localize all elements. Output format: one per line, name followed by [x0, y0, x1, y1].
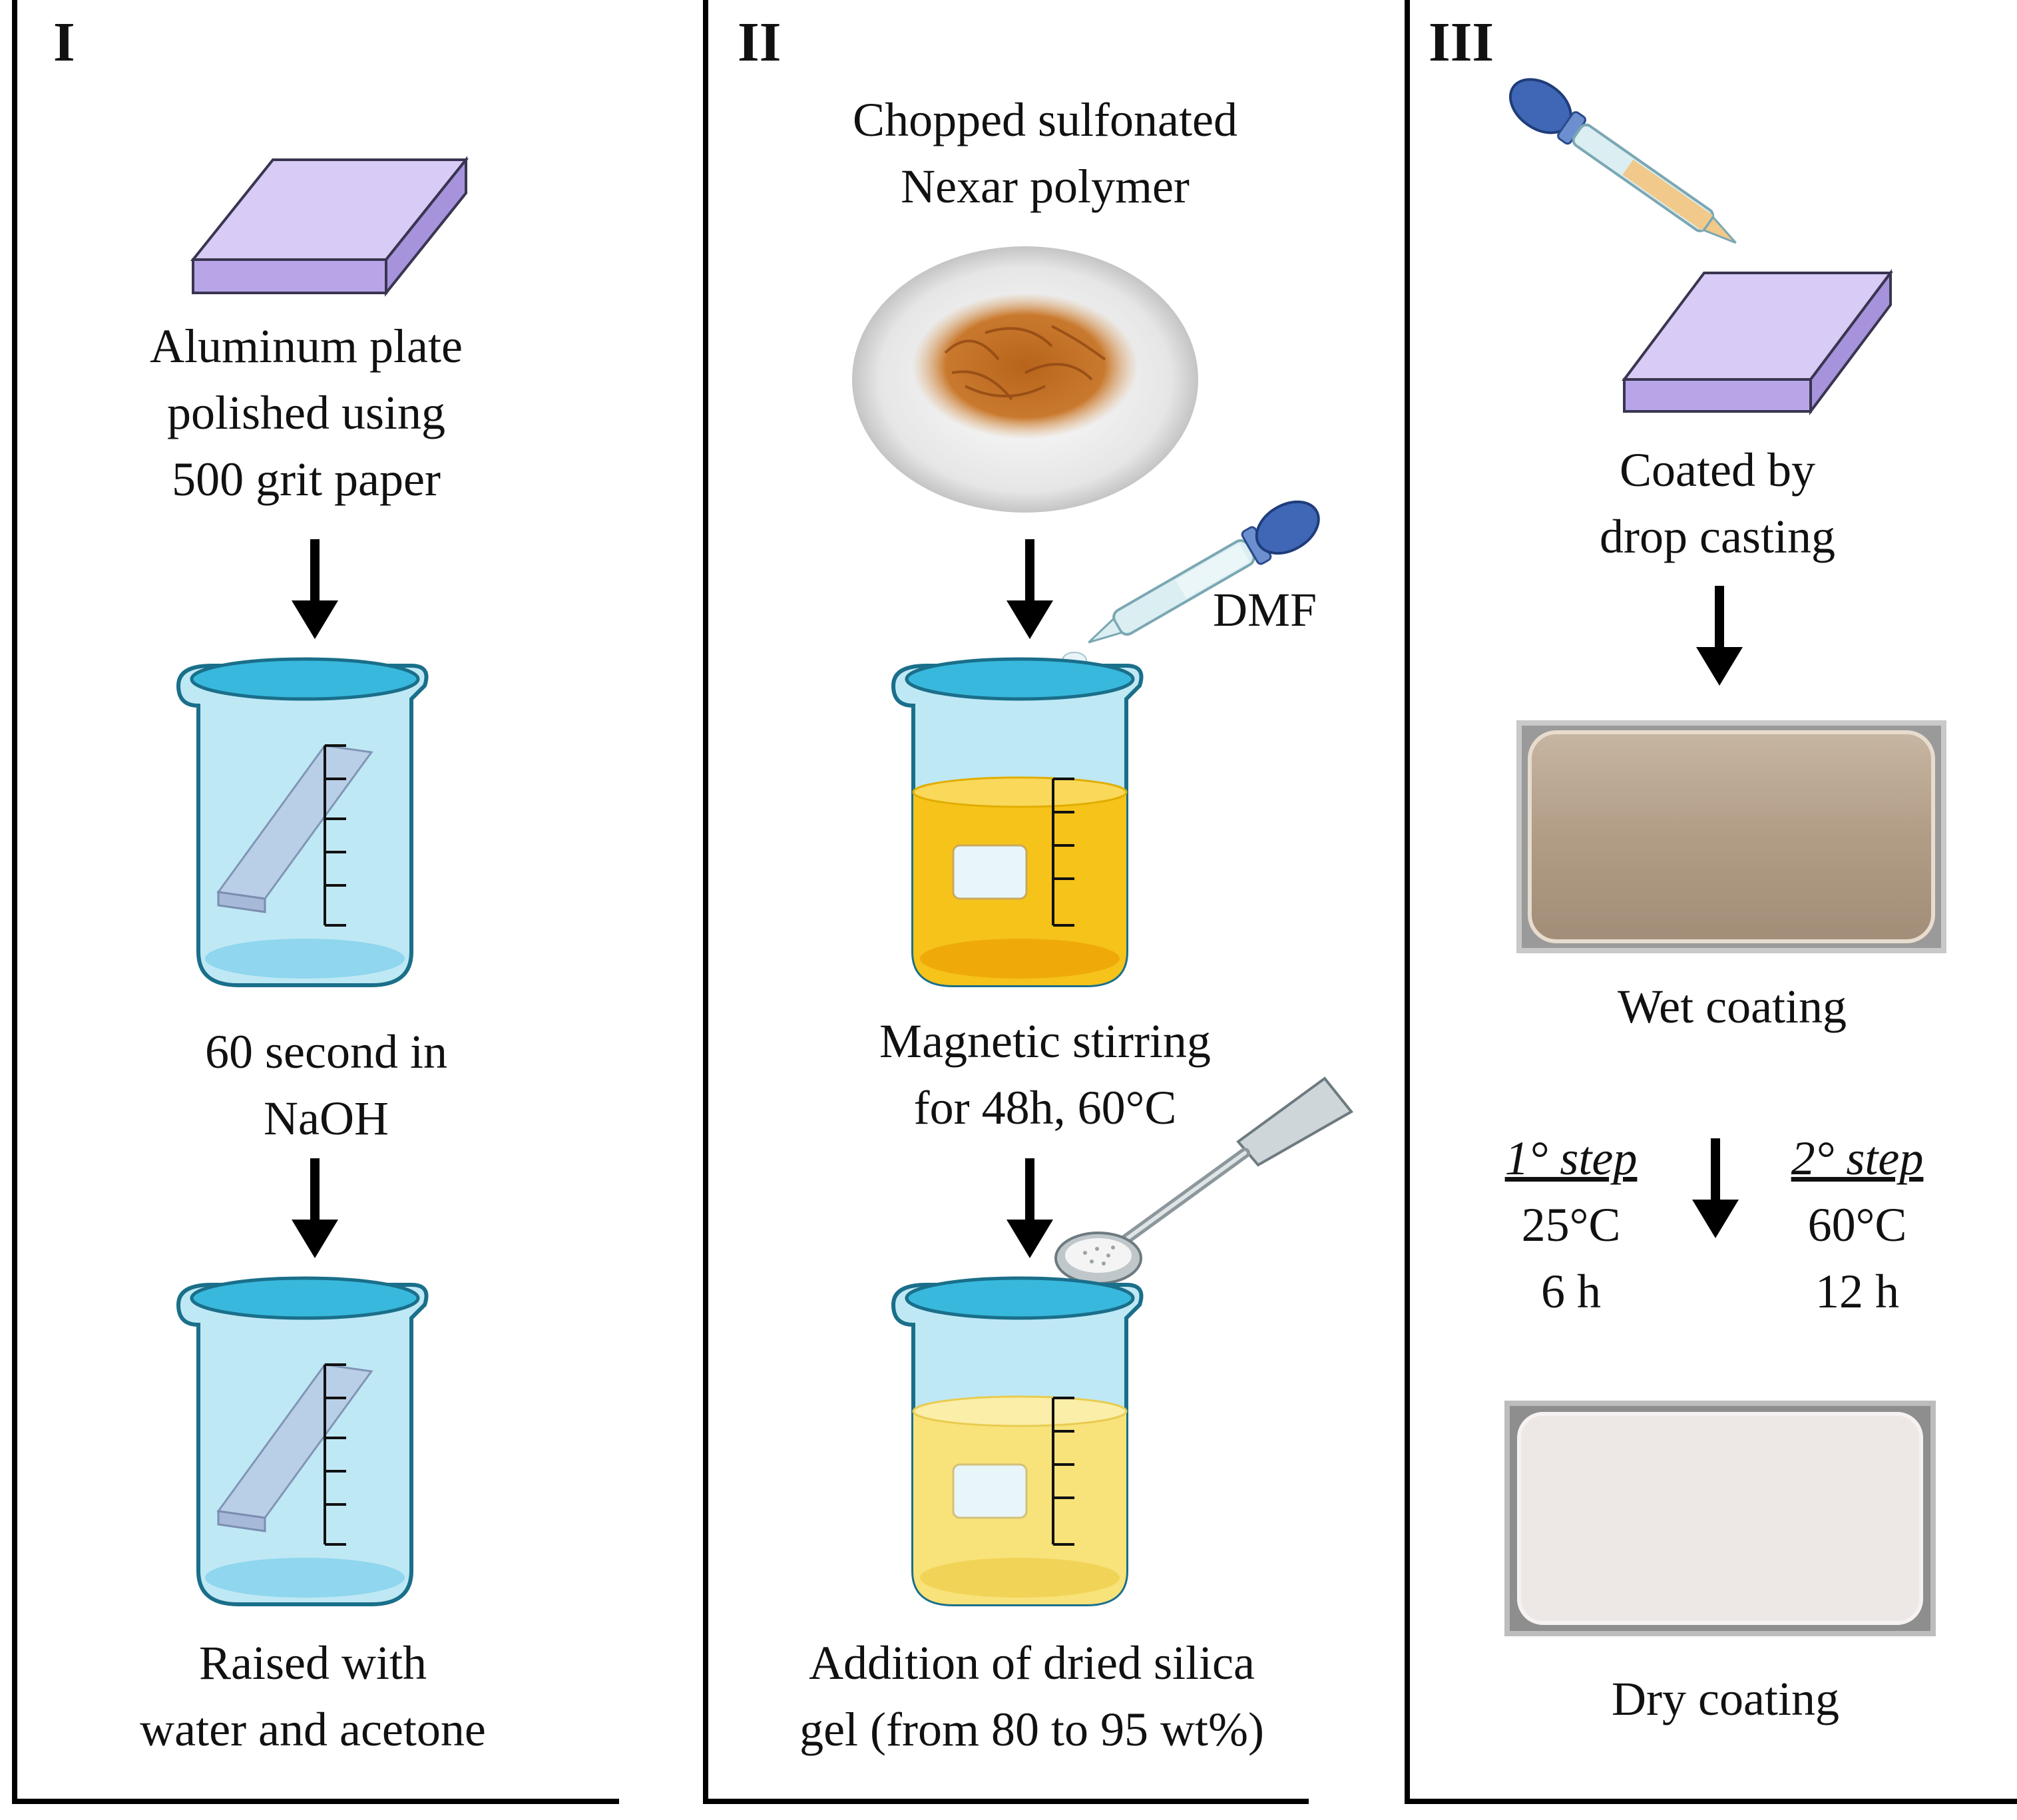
step-1-temp: 25°C — [1521, 1198, 1621, 1251]
caption-polymer: Chopped sulfonated Nexar polymer — [853, 93, 1237, 213]
step-2-block: 2° step 60°C 12 h — [1717, 1125, 1997, 1325]
arrow-down-icon — [1692, 1138, 1739, 1238]
drop-casting-illustration — [1508, 78, 1893, 415]
beaker-rinse-illustration — [176, 1276, 429, 1606]
panel-2-numeral: II — [738, 11, 782, 73]
caption-silica: Addition of dried silica gel (from 80 to… — [799, 1636, 1264, 1756]
step-2-title: 2° step — [1791, 1132, 1924, 1185]
panel-2-bottom-border — [703, 1799, 1309, 1804]
beaker-stirring-illustration — [891, 657, 1144, 987]
caption-rinse: Raised with water and acetone — [140, 1636, 486, 1756]
aluminum-plate-illustration — [190, 156, 469, 297]
caption-stirring: Magnetic stirring for 48h, 60°C — [879, 1015, 1211, 1134]
arrow-down-icon — [292, 1158, 338, 1258]
panel-1-numeral: I — [53, 11, 75, 73]
panel-1-left-border — [12, 0, 17, 1804]
caption-dmf: DMF — [1212, 583, 1317, 636]
polymer-photo — [852, 246, 1198, 513]
step-1-time: 6 h — [1541, 1265, 1601, 1318]
caption-drop-casting: Coated by drop casting — [1600, 443, 1835, 563]
caption-aluminum-plate: Aluminum plate polished using 500 grit p… — [150, 320, 463, 506]
arrow-down-icon — [292, 539, 338, 639]
caption-dry-coating: Dry coating — [1612, 1672, 1839, 1725]
beaker-silica-illustration — [891, 1276, 1144, 1606]
dry-coating-photo — [1504, 1401, 1936, 1636]
panel-2-left-border — [703, 0, 708, 1804]
caption-naoh: 60 second in NaOH — [205, 1025, 447, 1145]
panel-3-left-border — [1405, 0, 1410, 1804]
arrow-down-icon — [1007, 1158, 1053, 1258]
step-2-temp: 60°C — [1807, 1198, 1907, 1251]
arrow-down-icon — [1007, 539, 1053, 639]
step-1-block: 1° step 25°C 6 h — [1431, 1125, 1711, 1325]
step-2-time: 12 h — [1815, 1265, 1899, 1318]
panel-3-numeral: III — [1429, 11, 1494, 73]
caption-wet-coating: Wet coating — [1617, 980, 1847, 1033]
dmf-pipette-icon — [1062, 500, 1320, 669]
arrow-down-icon — [1696, 586, 1743, 686]
panel-3-bottom-border — [1405, 1799, 2017, 1804]
beaker-naoh-illustration — [176, 657, 429, 987]
panel-1-bottom-border — [12, 1799, 619, 1804]
step-1-title: 1° step — [1504, 1132, 1638, 1185]
wet-coating-photo — [1516, 720, 1946, 953]
spatula-icon — [1054, 1076, 1354, 1285]
